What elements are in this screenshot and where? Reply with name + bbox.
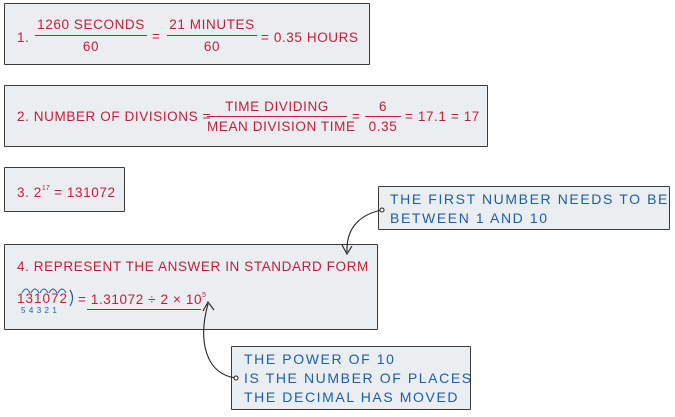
note-power-of-ten-line-1: THE POWER OF 10 [244, 351, 396, 367]
step-4-equation: = 1.31072 ÷ 2 × 105 [78, 292, 206, 307]
step-4-exponent: 5 [202, 292, 206, 299]
step-1-result: = 0.35 HOURS [261, 30, 359, 45]
step-2-fraction-2-bar [365, 116, 401, 118]
step-1-number: 1. [17, 30, 30, 45]
note-power-of-ten-line-3: THE DECIMAL HAS MOVED [244, 389, 460, 405]
step-2-fraction-1-numerator: TIME DIVIDING [225, 99, 329, 114]
step-1-equals: = [152, 29, 161, 44]
step-4-box: 4. REPRESENT THE ANSWER IN STANDARD FORM… [4, 244, 378, 330]
note-power-of-ten: THE POWER OF 10 IS THE NUMBER OF PLACES … [231, 346, 471, 410]
decimal-jump-arcs [21, 288, 67, 294]
note-first-number: THE FIRST NUMBER NEEDS TO BE BETWEEN 1 A… [378, 186, 670, 230]
step-2-fraction-1-denominator: MEAN DIVISION TIME [207, 119, 356, 134]
step-2-result: = 17.1 = 17 [405, 109, 480, 124]
step-3-expression: 3. 217 = 131072 [17, 185, 116, 200]
step-2-fraction-2-numerator: 6 [378, 99, 388, 114]
step-4-equation-underline [87, 309, 201, 311]
step-2-fraction-1-bar [207, 116, 347, 118]
step-2-equals: = [352, 109, 361, 124]
step-1-fraction-2-denominator: 60 [203, 39, 221, 54]
step-1-fraction-1-numerator: 1260 SECONDS [37, 17, 145, 32]
step-2-fraction-2-denominator: 0.35 [368, 119, 398, 134]
step-2-box: 2. NUMBER OF DIVISIONS = TIME DIVIDING M… [4, 85, 488, 147]
step-3-prefix: 3. 2 [17, 185, 42, 200]
note-first-number-line-1: THE FIRST NUMBER NEEDS TO BE [390, 191, 669, 207]
note-first-number-line-2: BETWEEN 1 AND 10 [390, 210, 549, 226]
step-3-exponent: 17 [41, 185, 50, 192]
step-1-fraction-2-bar [167, 35, 257, 37]
step-1-box: 1. 1260 SECONDS 60 = 21 MINUTES 60 = 0.3… [4, 3, 370, 65]
step-3-result: = 131072 [54, 185, 116, 200]
step-4-heading: 4. REPRESENT THE ANSWER IN STANDARD FORM [17, 259, 369, 274]
step-1-fraction-2-numerator: 21 MINUTES [169, 17, 255, 32]
note-power-of-ten-line-2: IS THE NUMBER OF PLACES [244, 370, 473, 386]
step-4-number: 131072 [17, 291, 69, 306]
step-3-box: 3. 217 = 131072 [4, 167, 125, 212]
step-1-fraction-1-bar [35, 35, 147, 37]
step-4-number-bracket [69, 289, 74, 307]
step-2-label: 2. NUMBER OF DIVISIONS = [17, 109, 212, 124]
step-4-place-digits: 54321 [21, 306, 61, 315]
step-4-equation-text: = 1.31072 ÷ 2 × 10 [78, 292, 203, 307]
step-1-fraction-1-denominator: 60 [82, 39, 100, 54]
